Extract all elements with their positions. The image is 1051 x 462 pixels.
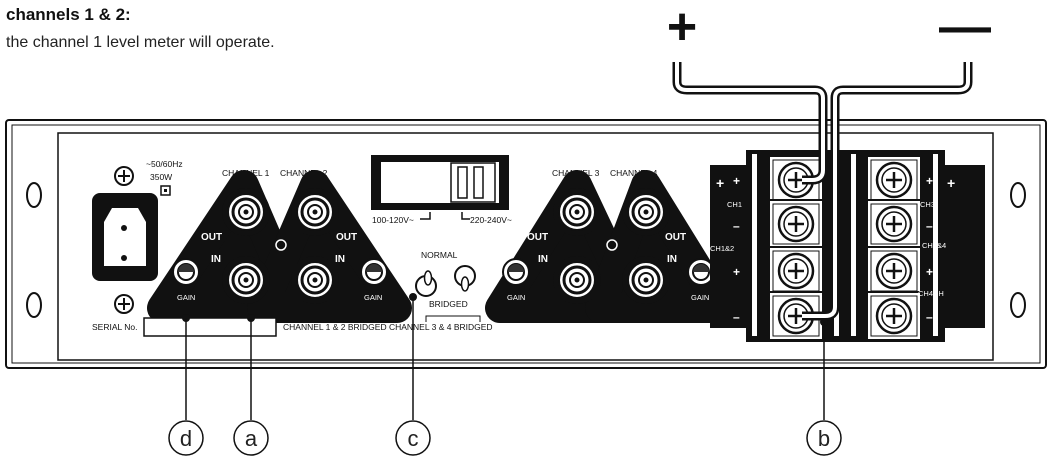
ch3-plus-terminal[interactable] xyxy=(865,154,923,206)
plus-polarity-label: + xyxy=(667,0,697,56)
ch4-out-jack[interactable] xyxy=(620,186,672,238)
ch2-gain-label: GAIN xyxy=(364,293,382,302)
ch1-in-label: IN xyxy=(211,254,221,265)
ch4-minus-terminal[interactable] xyxy=(865,290,923,342)
terminal-plus-label: + xyxy=(733,265,740,279)
bridged-note-label: CHANNEL 1 & 2 BRIDGED CHANNEL 3 & 4 BRID… xyxy=(283,322,493,332)
speaker-terminal-block: + + – + – + + – + – CH1 CH1&2 CH3 CH3&4 … xyxy=(710,150,985,342)
ch3-out-jack[interactable] xyxy=(551,186,603,238)
mount-hole-right-bottom xyxy=(1010,292,1026,318)
ch2-out-jack[interactable] xyxy=(289,186,341,238)
terminal-plus-label: + xyxy=(926,265,933,279)
ch3-in-label: IN xyxy=(538,254,548,265)
terminal-plus-label: + xyxy=(733,174,740,188)
voltage-selector: 100-120V~ 220-240V~ xyxy=(371,155,512,225)
ch2-gain-knob[interactable] xyxy=(360,258,388,286)
terminal-minus-label: – xyxy=(733,310,740,324)
ch4-terminal-label: CH4CH xyxy=(918,289,944,298)
channel-3-4-inputs: CHANNEL 3 CHANNEL 4 OUT IN GAIN OUT IN G… xyxy=(485,168,737,323)
terminal-plus-label: + xyxy=(716,175,724,191)
power-watts-label: 350W xyxy=(150,172,172,182)
ch4-out-label: OUT xyxy=(665,232,686,243)
mount-hole-left-bottom xyxy=(26,292,42,318)
callout-b: b xyxy=(806,318,842,456)
ch1-out-jack[interactable] xyxy=(220,186,272,238)
ch2-in-jack[interactable] xyxy=(289,254,341,306)
bridged-mode-label: BRIDGED xyxy=(429,299,468,309)
ch3-gain-knob[interactable] xyxy=(502,258,530,286)
ch34-terminal-label: CH3&4 xyxy=(922,241,946,250)
ch1-gain-label: GAIN xyxy=(177,293,195,302)
serial-number-plate xyxy=(143,317,277,337)
serial-area: SERIAL No. CHANNEL 1 & 2 BRIDGED CHANNEL… xyxy=(92,317,493,337)
ch4-plus-terminal[interactable] xyxy=(865,245,923,297)
voltage-low-label: 100-120V~ xyxy=(372,215,414,225)
ch1-minus-terminal[interactable] xyxy=(767,198,825,250)
ch1-terminal-label: CH1 xyxy=(727,200,742,209)
normal-mode-label: NORMAL xyxy=(421,250,458,260)
ch1-out-label: OUT xyxy=(201,232,222,243)
terminal-minus-label: – xyxy=(926,310,933,324)
ch12-terminal-label: CH1&2 xyxy=(710,244,734,253)
ch4-in-label: IN xyxy=(667,254,677,265)
minus-polarity-label: — xyxy=(939,0,991,56)
ch4-gain-label: GAIN xyxy=(691,293,709,302)
terminal-plus-label: + xyxy=(947,175,955,191)
header-subtitle: the channel 1 level meter will operate. xyxy=(6,34,275,51)
channel-2-label: CHANNEL 2 xyxy=(280,168,328,178)
ch3-terminal-label: CH3 xyxy=(920,200,935,209)
serial-label: SERIAL No. xyxy=(92,322,138,332)
ch3-in-jack[interactable] xyxy=(551,254,603,306)
ch1-in-jack[interactable] xyxy=(220,254,272,306)
channel-1-2-inputs: CHANNEL 1 CHANNEL 2 OUT IN GAIN OUT IN G… xyxy=(147,168,412,323)
ch3-out-label: OUT xyxy=(527,232,548,243)
ch3-gain-label: GAIN xyxy=(507,293,525,302)
callout-a: a xyxy=(233,314,269,456)
ch2-in-label: IN xyxy=(335,254,345,265)
bridge-mode-switches: NORMAL BRIDGED xyxy=(415,250,481,322)
callout-a-label: a xyxy=(245,426,258,451)
terminal-minus-label: – xyxy=(733,219,740,233)
mount-hole-right-top xyxy=(1010,182,1026,208)
callout-c-label: c xyxy=(408,426,419,451)
terminal-plus-label: + xyxy=(926,174,933,188)
ch2-plus-terminal[interactable] xyxy=(767,245,825,297)
speaker-wires xyxy=(672,62,973,321)
power-inlet: ~50/60Hz 350W xyxy=(92,159,183,314)
ch2-out-label: OUT xyxy=(336,232,357,243)
power-rating-label: ~50/60Hz xyxy=(146,159,183,169)
callout-d-label: d xyxy=(180,426,192,451)
callout-c: c xyxy=(395,293,431,456)
ch1-gain-knob[interactable] xyxy=(172,258,200,286)
header-title: channels 1 & 2: xyxy=(6,5,131,24)
callout-b-label: b xyxy=(818,426,830,451)
ch3-minus-terminal[interactable] xyxy=(865,198,923,250)
callout-d: d xyxy=(168,314,204,456)
terminal-minus-label: – xyxy=(926,219,933,233)
channel-4-label: CHANNEL 4 xyxy=(610,168,658,178)
voltage-high-label: 220-240V~ xyxy=(470,215,512,225)
header: channels 1 & 2: the channel 1 level mete… xyxy=(6,4,275,54)
mount-hole-left-top xyxy=(26,182,42,208)
ch4-in-jack[interactable] xyxy=(620,254,672,306)
